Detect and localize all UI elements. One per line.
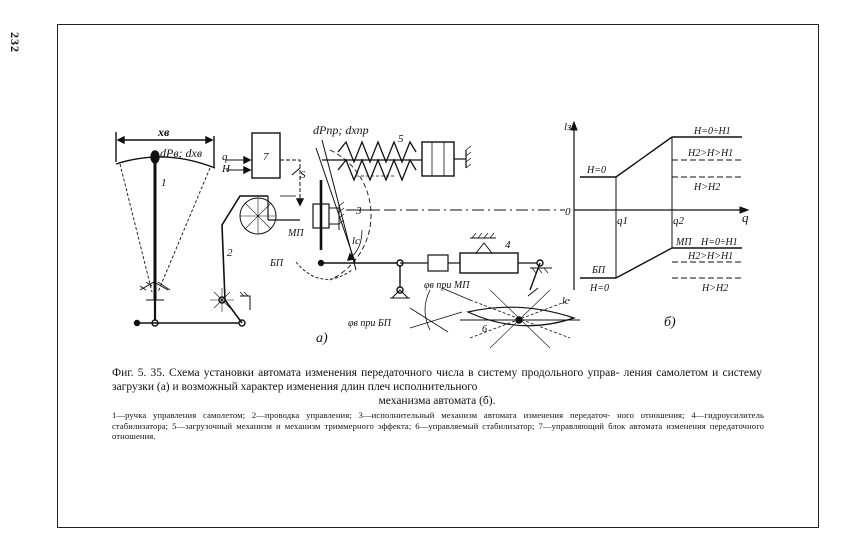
label-num-3: 3 [355, 205, 362, 217]
label-num-6: 6 [482, 324, 487, 335]
label-h: H [221, 163, 231, 175]
label-a: а) [316, 331, 328, 346]
label-h2-h-h1-bottom: H2>H>H1 [687, 251, 733, 262]
caption-line-1: Фиг. 5. 35. Схема установки автомата изм… [112, 367, 620, 379]
legend-line-3: 6—управляемый стабилизатор; 7—управляющи… [112, 420, 765, 442]
label-s: S [300, 169, 306, 181]
label-mp-b: МП [675, 237, 692, 248]
diagram-b-labels: lз q 0 q1 q2 H=0 H=0÷H1 H2>H>H1 H>H2 МП … [564, 121, 749, 330]
label-num-5: 5 [398, 133, 404, 145]
label-bp-b: БП [591, 265, 606, 276]
label-phi-mp: φв при МП [424, 280, 470, 291]
hydraulic-booster-4 [390, 232, 552, 299]
diagram-a-labels: xв dPв; dxв 1 2 q H 7 dPпр; dxпр 5 S МП … [157, 123, 570, 346]
label-range-bottom: H=0÷H1 [700, 237, 738, 248]
label-num-4: 4 [505, 239, 511, 251]
control-stick [115, 132, 246, 327]
legend-line-2: ного отношения; 4—гидроусилитель стабили… [112, 410, 764, 431]
label-dpv-dxv: dPв; dxв [160, 146, 202, 160]
figure-frame [57, 24, 819, 528]
label-q2: q2 [673, 215, 685, 227]
loading-mechanism-5 [322, 140, 472, 182]
label-num-1: 1 [161, 177, 167, 189]
label-q1: q1 [617, 215, 628, 227]
executive-mechanism-3 [291, 139, 400, 281]
label-mp: МП [287, 228, 304, 239]
label-bp: БП [269, 258, 284, 269]
label-h-gt-h2-top: H>H2 [693, 182, 720, 193]
label-xv: xв [157, 125, 170, 139]
label-h2-h-h1-top: H2>H>H1 [687, 148, 733, 159]
control-block-7 [226, 132, 305, 207]
label-block-7: 7 [263, 151, 269, 163]
legend-line-1: 1—ручка управления самолетом; 2—проводка… [112, 410, 611, 420]
label-xaxis: q [742, 210, 749, 225]
figure-legend: 1—ручка управления самолетом; 2—проводка… [112, 410, 764, 442]
label-q: q [222, 151, 228, 163]
control-linkage [210, 195, 300, 324]
label-lc: lс [352, 235, 360, 247]
diagram-b-graph [570, 120, 750, 290]
label-num-2: 2 [227, 247, 233, 259]
label-range-top: H=0÷H1 [693, 126, 731, 137]
label-lc-b: lс [562, 296, 570, 307]
label-origin: 0 [565, 206, 571, 218]
label-dp-dx-pr: dPпр; dxпр [313, 123, 369, 137]
caption-line-3: механизма автомата (б). [378, 395, 496, 407]
label-yaxis: lз [564, 121, 571, 133]
label-h-gt-h2-bottom: H>H2 [701, 283, 728, 294]
label-phi-bp: φв при БП [348, 318, 392, 329]
label-h0-bottom: H=0 [589, 283, 609, 294]
label-b: б) [664, 315, 676, 330]
caption-line-2: ления самолетом и систему загрузки (а) и… [112, 367, 763, 393]
figure-caption: Фиг. 5. 35. Схема установки автомата изм… [112, 366, 762, 408]
stabilizer-6 [409, 287, 580, 349]
label-h0-top: H=0 [586, 165, 606, 176]
